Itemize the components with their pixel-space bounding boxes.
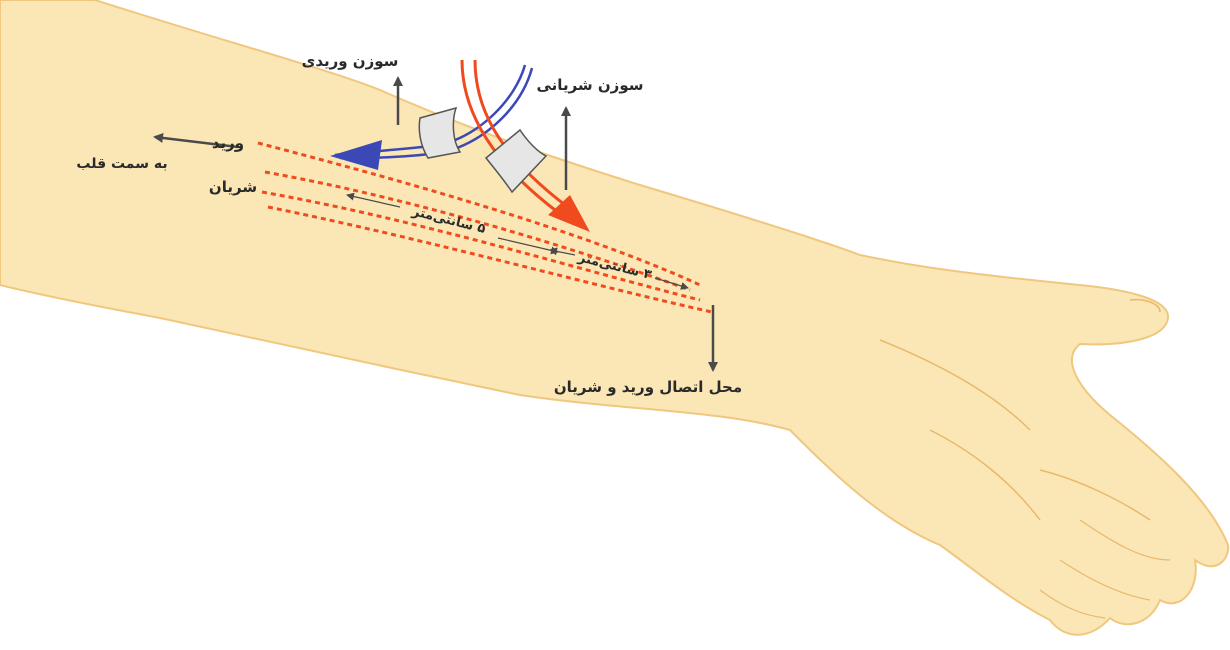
junction-label: محل اتصال ورید و شریان	[554, 378, 742, 396]
toward-heart-label: به سمت قلب	[76, 156, 167, 172]
artery-label: شریان	[209, 178, 257, 196]
vein-label: ورید	[212, 134, 244, 152]
forearm-shape	[0, 0, 1228, 635]
arterial-needle-label: سوزن شریانی	[537, 76, 644, 94]
venous-needle-label: سوزن وریدی	[302, 52, 399, 70]
